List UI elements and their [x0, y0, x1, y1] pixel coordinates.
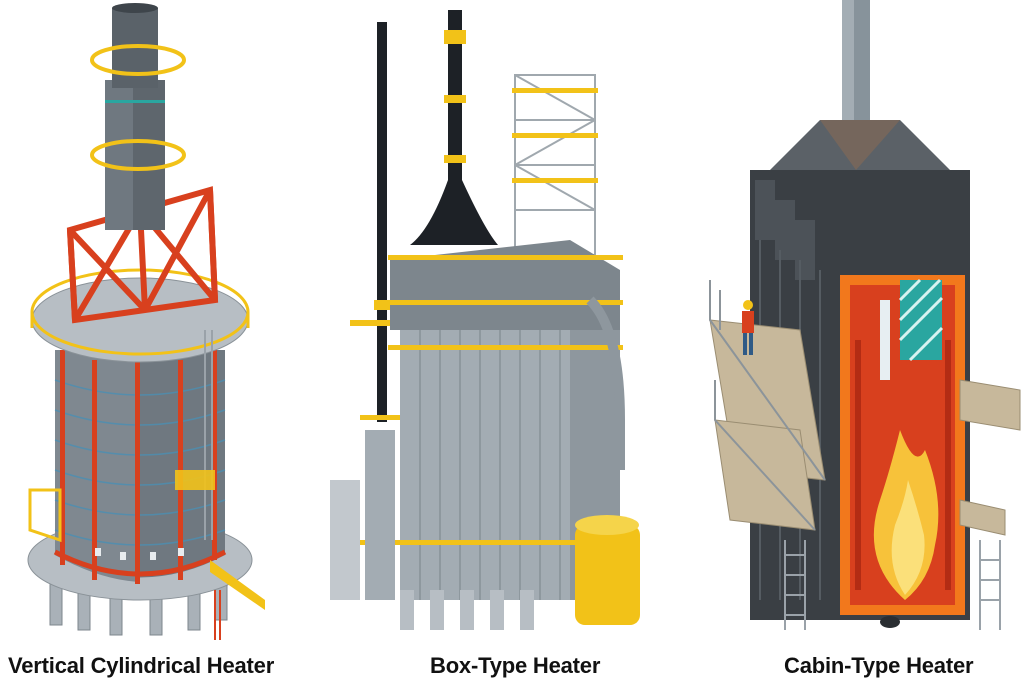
worker-figure — [742, 300, 754, 355]
caption-cabin-type-heater: Cabin-Type Heater — [784, 653, 974, 678]
flame-icon — [873, 430, 939, 600]
cabin-heater-illustration — [700, 0, 1024, 650]
box-heater-illustration — [320, 0, 640, 650]
caption-box-type-heater: Box-Type Heater — [430, 653, 601, 678]
vertical-heater-illustration — [0, 0, 290, 650]
caption-vertical-cylindrical-heater: Vertical Cylindrical Heater — [8, 653, 275, 678]
